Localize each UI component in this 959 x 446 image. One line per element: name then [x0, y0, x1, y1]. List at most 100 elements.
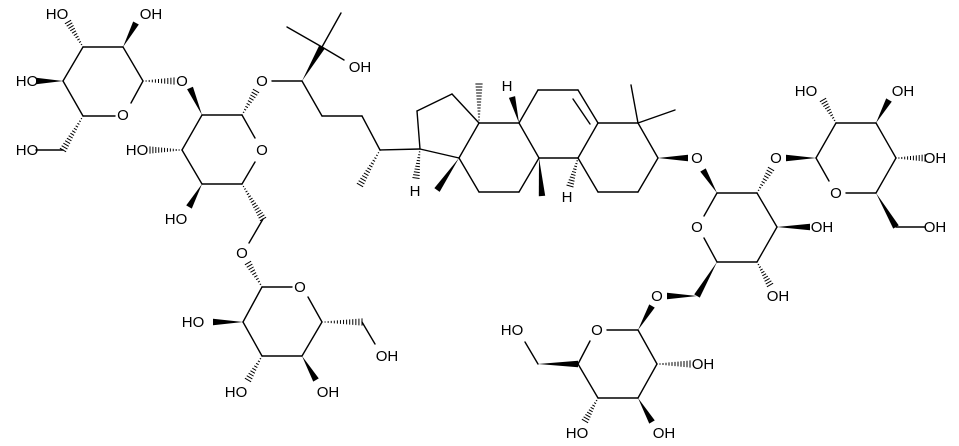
atom-label-o: O	[830, 185, 842, 202]
bond	[815, 122, 837, 159]
bond	[458, 122, 480, 159]
hash-bond	[356, 149, 381, 188]
bond	[756, 192, 778, 228]
bond	[416, 93, 453, 112]
bond	[321, 46, 345, 61]
atom-label-ho: HO	[16, 142, 39, 159]
bond	[451, 93, 480, 124]
bond	[518, 89, 539, 124]
atom-label-o: O	[256, 142, 268, 159]
atom-label-o: O	[770, 150, 782, 167]
hash-bond	[756, 166, 775, 194]
bond	[181, 149, 203, 185]
wedge-bond	[777, 223, 810, 231]
bond	[416, 110, 421, 150]
atom-label-h: H	[502, 78, 513, 95]
bond	[577, 363, 599, 399]
wedge-bond	[658, 154, 688, 162]
bond	[241, 114, 256, 139]
bond	[637, 363, 658, 399]
wedge-bond	[508, 96, 519, 123]
bond	[637, 109, 676, 124]
bond	[518, 157, 540, 193]
hash-bond	[321, 318, 363, 326]
bond	[286, 26, 323, 48]
bond	[756, 226, 778, 263]
bond	[62, 46, 84, 82]
bond	[307, 296, 323, 323]
atom-label-ho: HO	[165, 211, 188, 228]
bond	[875, 122, 897, 159]
atom-label-oh: OH	[692, 356, 715, 373]
atom-label-oh: OH	[767, 288, 790, 305]
hash-bond	[241, 88, 260, 116]
atom-label-o: O	[651, 288, 663, 305]
bond	[637, 157, 659, 193]
hash-bond	[241, 183, 267, 222]
atom-label-o: O	[294, 279, 306, 296]
atom-label-h: H	[562, 189, 573, 206]
bond	[242, 286, 263, 323]
hash-bond	[142, 77, 175, 85]
wedge-bond	[538, 360, 578, 368]
bond	[379, 148, 421, 151]
bond	[577, 340, 591, 365]
bond	[62, 80, 84, 117]
atom-label-o: O	[176, 73, 188, 90]
bond	[815, 157, 830, 182]
bond	[181, 114, 203, 151]
atom-label-ho: HO	[501, 322, 524, 339]
bond	[875, 157, 897, 194]
atom-label-ho: HO	[795, 83, 818, 100]
hash-bond	[475, 83, 483, 124]
hash-bond	[412, 148, 421, 179]
atom-label-oh: OH	[924, 219, 947, 236]
hash-bond	[819, 97, 837, 124]
wedge-bond	[123, 21, 139, 47]
atom-label-ho: HO	[46, 6, 69, 23]
bond	[301, 80, 323, 117]
hash-bond	[59, 115, 84, 153]
wedge-bond	[186, 184, 202, 209]
wedge-bond	[876, 193, 899, 229]
bond	[122, 46, 144, 82]
atom-label-ho: HO	[126, 142, 149, 159]
bond	[577, 122, 599, 159]
atom-label-ho: HO	[566, 425, 589, 442]
atom-label-oh: OH	[317, 384, 340, 401]
wedge-bond	[700, 168, 717, 193]
atom-label-o: O	[691, 150, 703, 167]
hash-bond	[149, 146, 183, 154]
bond	[321, 12, 342, 48]
bond	[577, 157, 599, 193]
bond	[242, 321, 263, 357]
bond	[458, 157, 480, 193]
atom-label-oh: OH	[653, 425, 676, 442]
bond	[577, 89, 599, 124]
hash-bond	[64, 19, 84, 48]
atom-label-oh: OH	[811, 219, 834, 236]
hash-bond	[895, 154, 926, 162]
wedge-bond	[538, 158, 546, 197]
atom-label-o: O	[256, 73, 268, 90]
hash-bond	[581, 397, 599, 424]
bond	[703, 237, 718, 263]
bond	[630, 84, 639, 124]
atom-label-ho: HO	[16, 73, 39, 90]
bond	[130, 80, 144, 104]
wedge-bond	[638, 304, 655, 330]
bond-layer	[35, 12, 926, 424]
wedge-bond	[667, 292, 697, 300]
wedge-bond	[213, 318, 243, 326]
atom-label-ho: HO	[225, 384, 248, 401]
bond	[637, 122, 659, 159]
hash-bond	[244, 355, 263, 383]
atom-label-h: H	[410, 183, 421, 200]
atom-label-o: O	[591, 322, 603, 339]
hash-bond	[656, 360, 691, 368]
atom-label-o: O	[117, 107, 129, 124]
wedge-bond	[302, 45, 325, 81]
